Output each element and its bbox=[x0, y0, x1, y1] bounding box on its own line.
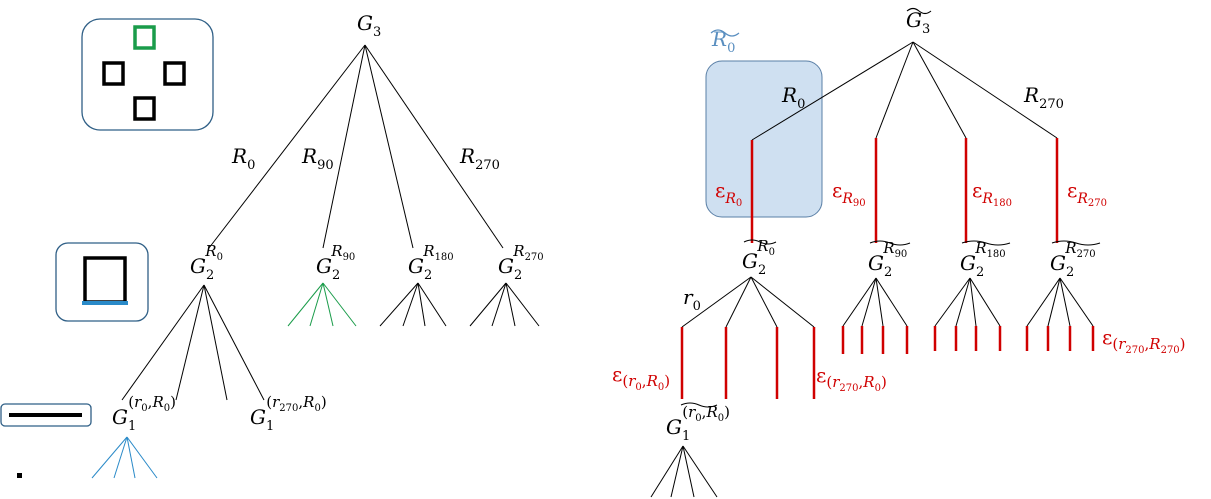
eps-R270: εR270 bbox=[1067, 178, 1107, 209]
icon-line bbox=[0, 403, 92, 427]
tilde-g1 bbox=[680, 402, 718, 408]
left-root-label: G3 bbox=[357, 11, 381, 40]
icon-single-square bbox=[55, 242, 149, 322]
right-edge-r0: R0 bbox=[781, 83, 805, 112]
tilde-g2-r180 bbox=[961, 240, 1011, 246]
highlight-region bbox=[705, 60, 823, 218]
eps-R180: εR180 bbox=[972, 178, 1012, 209]
tilde-g2-r0 bbox=[743, 239, 777, 245]
left-node-g2-r180: G2R180 bbox=[408, 242, 454, 283]
highlight-label: R0 bbox=[711, 27, 735, 56]
right-root-tilde bbox=[906, 7, 932, 15]
left-tree: G3 R0 R90 R270 G2R0 G2R90 G2R180 G2R270 … bbox=[0, 11, 544, 479]
right-node-g2-r270: G2R270 bbox=[1050, 239, 1096, 280]
left-node-g1-r0-R0: G1(r0,R0) bbox=[112, 393, 176, 434]
left-edge-r270: R270 bbox=[459, 144, 500, 173]
icon-four-squares bbox=[81, 18, 214, 131]
highlight-label-tilde bbox=[710, 29, 740, 37]
eps-r0-R0: ε(r0,R0) bbox=[612, 362, 670, 393]
left-node-g2-r0: G2R0 bbox=[190, 242, 223, 283]
right-root-label: G3 bbox=[906, 8, 930, 37]
right-node-g1: G1(r0,R0) bbox=[666, 403, 730, 444]
left-node-g1-r270-R0: G1(r270,R0) bbox=[250, 393, 327, 434]
tilde-g2-r270 bbox=[1051, 240, 1101, 246]
right-tree: R0 bbox=[612, 7, 1186, 498]
right-node-g2-r180: G2R180 bbox=[960, 239, 1006, 280]
eps-R90: εR90 bbox=[832, 178, 866, 209]
right-edge-small-r0: r0 bbox=[683, 285, 701, 314]
left-node-g2-r90: G2R90 bbox=[316, 242, 355, 283]
left-edge-r90: R90 bbox=[301, 144, 334, 173]
left-edge-r0: R0 bbox=[231, 144, 255, 173]
right-edge-r270: R270 bbox=[1023, 83, 1064, 112]
dot-icon bbox=[17, 473, 22, 478]
eps-r270-R270: ε(r270,R270) bbox=[1102, 325, 1186, 356]
eps-R0: εR0 bbox=[715, 178, 742, 209]
left-node-g2-r270: G2R270 bbox=[498, 242, 544, 283]
tilde-g2-r90 bbox=[869, 240, 911, 246]
eps-r270-R0: ε(r270,R0) bbox=[816, 363, 887, 394]
right-node-g2-r0: G2R0 bbox=[742, 237, 775, 278]
